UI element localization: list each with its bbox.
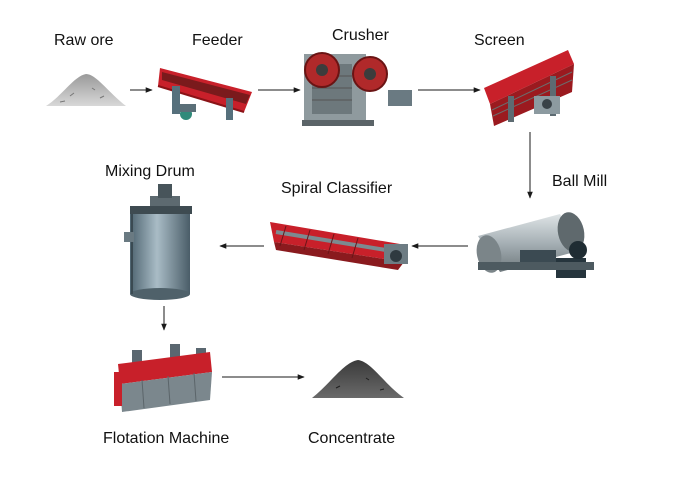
label-mixing-drum: Mixing Drum [105,163,195,180]
label-concentrate: Concentrate [308,430,396,447]
spiral-classifier-icon [270,222,408,270]
concentrate-pile-icon [312,360,404,398]
mixing-drum-icon [124,184,192,300]
label-screen: Screen [474,32,525,49]
label-raw-ore: Raw ore [54,32,114,49]
vibrating-screen-icon [484,50,574,126]
label-feeder: Feeder [192,32,243,49]
ore-pile-icon [46,74,126,106]
flotation-machine-icon [114,344,212,412]
ball-mill-icon [476,212,594,278]
jaw-crusher-icon [302,52,412,126]
label-flotation-machine: Flotation Machine [103,430,230,447]
vibrating-feeder-icon [157,68,252,120]
label-crusher: Crusher [332,27,389,44]
label-spiral-classifier: Spiral Classifier [281,180,393,197]
label-ball-mill: Ball Mill [552,173,608,190]
